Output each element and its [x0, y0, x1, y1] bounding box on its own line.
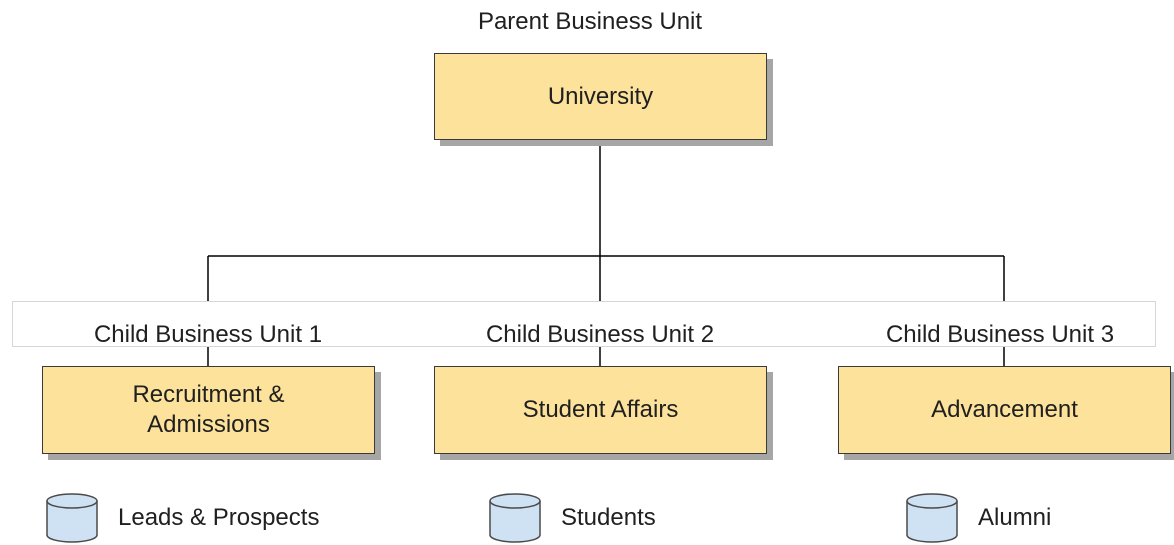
data-store-2: Students	[487, 492, 656, 544]
database-icon	[489, 493, 541, 543]
data-store-3: Alumni	[904, 492, 1051, 544]
data-store-3-label: Alumni	[978, 504, 1052, 531]
database-icon	[906, 493, 958, 543]
parent-unit-box: University	[434, 53, 767, 140]
child-3-heading: Child Business Unit 3	[885, 321, 1115, 348]
child-heading-band	[12, 301, 1156, 347]
child-2-heading: Child Business Unit 2	[485, 321, 715, 348]
child-1-heading: Child Business Unit 1	[93, 321, 323, 348]
child-3-unit-label: Advancement	[931, 396, 1078, 423]
data-store-1: Leads & Prospects	[44, 492, 319, 544]
child-3-unit-box: Advancement	[838, 366, 1171, 454]
data-store-2-label: Students	[561, 504, 656, 531]
child-2-unit-label: Student Affairs	[522, 396, 679, 423]
database-icon	[46, 493, 98, 543]
child-2-unit-box: Student Affairs	[434, 366, 767, 454]
child-1-unit-box: Recruitment & Admissions	[42, 366, 375, 454]
parent-unit-label: University	[547, 82, 654, 110]
child-1-unit-label: Recruitment & Admissions	[132, 381, 285, 438]
data-store-1-label: Leads & Prospects	[118, 504, 320, 531]
parent-heading: Parent Business Unit	[477, 8, 703, 35]
